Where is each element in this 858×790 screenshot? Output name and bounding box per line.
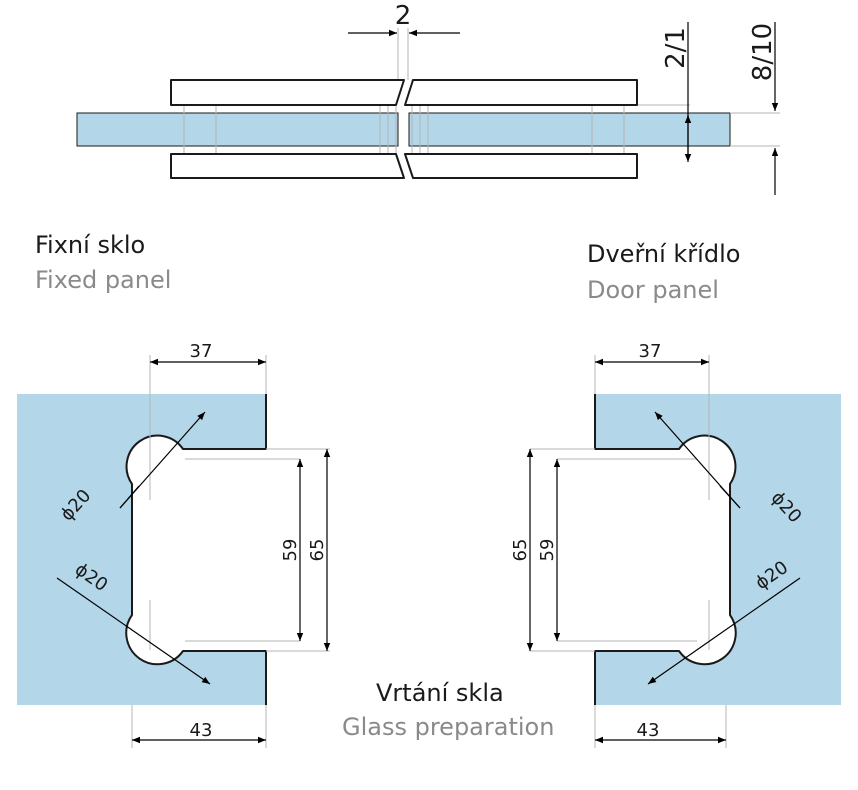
hinge-plate-top-left bbox=[170, 79, 405, 106]
door-panel-glass bbox=[595, 394, 841, 705]
gap-dim-text: 2 bbox=[395, 1, 412, 31]
fixed-dim-top-text: 37 bbox=[190, 341, 213, 362]
glass-prep-label-en: Glass preparation bbox=[342, 713, 555, 741]
left-glass-pane bbox=[76, 112, 399, 147]
door-dim-top-text: 37 bbox=[639, 341, 662, 362]
hinge-plate-top-right bbox=[404, 79, 638, 106]
door-dim-bottom-text: 43 bbox=[637, 720, 660, 741]
hinge-plate-bottom-right bbox=[404, 153, 638, 179]
door-panel-label-cz: Dveřní křídlo bbox=[587, 240, 741, 268]
door-dim-outer-height-text: 65 bbox=[510, 539, 531, 562]
glass-prep-label-cz: Vrtání skla bbox=[376, 679, 504, 707]
door-panel-drawing: 37 43 59 65 ϕ20 ϕ20 bbox=[510, 341, 841, 748]
dims-top bbox=[348, 22, 779, 195]
fixed-dim-inner-height-text: 59 bbox=[280, 539, 301, 562]
thickness-dim-text: 2/1 bbox=[661, 27, 691, 69]
fixed-panel-glass bbox=[17, 394, 266, 705]
fixed-panel-label-en: Fixed panel bbox=[35, 266, 172, 294]
fixed-panel-label-cz: Fixní sklo bbox=[35, 231, 146, 259]
fixed-panel-hidden-lines bbox=[131, 355, 330, 748]
hinge-plate-bottom-left bbox=[170, 153, 405, 179]
door-panel-cutout-edge bbox=[594, 394, 737, 705]
hinge-plates bbox=[170, 79, 638, 179]
fixed-panel-dims bbox=[56, 358, 331, 744]
fixed-dim-outer-height-text: 65 bbox=[307, 539, 328, 562]
top-view: 2 2/1 8/10 bbox=[76, 1, 780, 195]
right-glass-pane bbox=[408, 112, 731, 147]
door-panel-dims bbox=[526, 358, 801, 744]
door-dim-inner-height-text: 59 bbox=[537, 539, 558, 562]
door-panel-label-en: Door panel bbox=[587, 276, 719, 304]
fixed-panel-cutout-edge bbox=[125, 394, 267, 705]
fixed-panel-drawing: 37 43 59 65 ϕ20 ϕ20 bbox=[17, 341, 331, 748]
glass-range-dim-text: 8/10 bbox=[748, 23, 778, 81]
fixed-dim-bottom-text: 43 bbox=[190, 720, 213, 741]
